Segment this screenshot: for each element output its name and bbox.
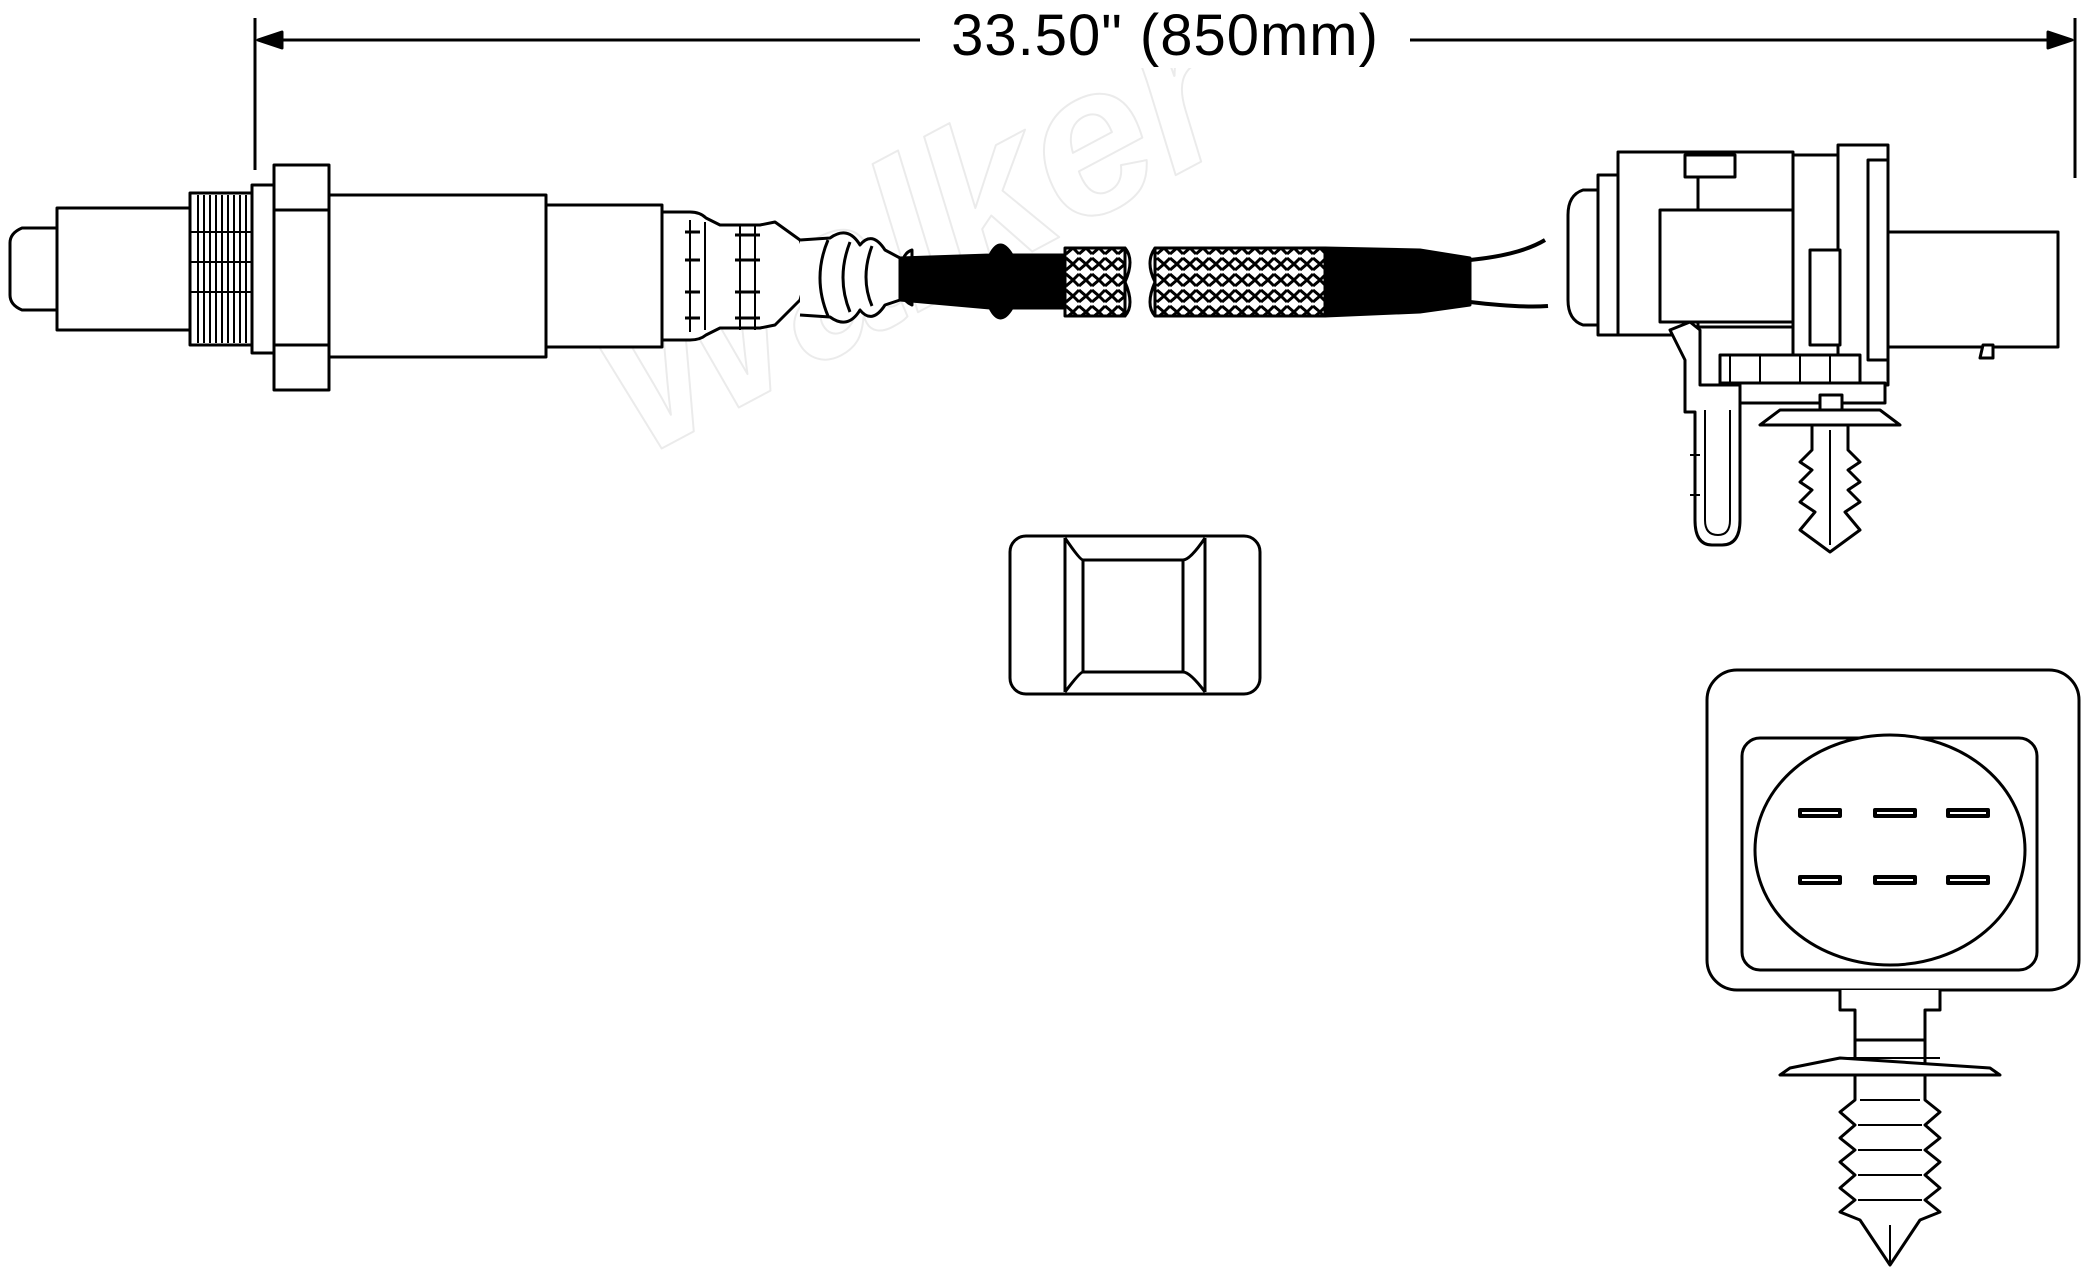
splice-connector	[1008, 534, 1262, 696]
connector-side-view	[1566, 143, 2060, 547]
sensor-tip	[8, 206, 192, 332]
hex-nut	[250, 163, 331, 392]
push-pin-side	[1758, 393, 1902, 554]
cable-right	[1148, 238, 1549, 318]
sensor-body	[327, 193, 812, 359]
overall-length-label: 33.50" (850mm)	[920, 4, 1410, 68]
pin-slots	[1798, 808, 1990, 885]
sensor-thread	[188, 191, 254, 347]
wire-boot	[799, 231, 914, 324]
connector-face	[1705, 668, 2081, 1267]
cable-left	[898, 243, 1132, 320]
